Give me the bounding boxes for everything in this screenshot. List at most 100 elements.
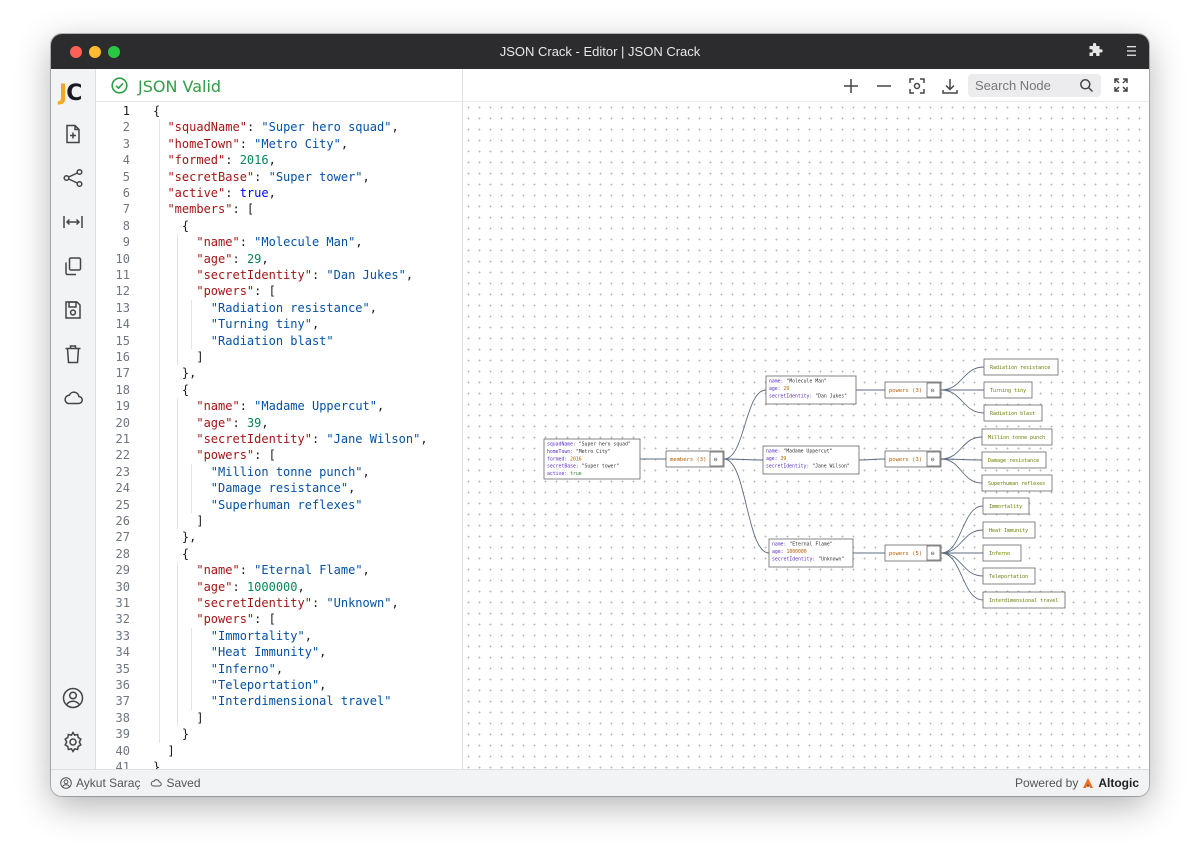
code-line[interactable]: 9 "name": "Molecule Man", bbox=[96, 234, 462, 250]
user-info[interactable]: Aykut Saraç bbox=[60, 776, 140, 790]
code-line[interactable]: 29 "name": "Eternal Flame", bbox=[96, 562, 462, 578]
code-line[interactable]: 5 "secretBase": "Super tower", bbox=[96, 169, 462, 185]
code-text: "Superhuman reflexes" bbox=[210, 497, 363, 512]
leaf-label: Million tonne punch bbox=[988, 435, 1045, 441]
extension-icon[interactable] bbox=[1087, 43, 1103, 59]
powers-node[interactable]: powers (3)⊖ bbox=[884, 450, 942, 468]
code-text: "powers": [ bbox=[196, 612, 276, 627]
leaf-node[interactable]: Million tonne punch bbox=[981, 428, 1053, 446]
code-line[interactable]: 38 ] bbox=[96, 710, 462, 726]
copy-icon[interactable] bbox=[62, 255, 84, 277]
code-line[interactable]: 23 "Million tonne punch", bbox=[96, 464, 462, 480]
code-text: "name": "Madame Uppercut", bbox=[196, 399, 385, 414]
settings-icon[interactable] bbox=[62, 731, 84, 753]
code-line[interactable]: 26 ] bbox=[96, 513, 462, 529]
app-logo[interactable]: JC bbox=[59, 81, 82, 106]
fit-width-icon[interactable] bbox=[62, 211, 84, 233]
graph-canvas[interactable]: squadName: "Super hero squad"homeTown: "… bbox=[463, 69, 1149, 769]
code-line[interactable]: 22 "powers": [ bbox=[96, 447, 462, 463]
leaf-node[interactable]: Turning tiny bbox=[983, 381, 1033, 399]
member-node[interactable]: name: "Madame Uppercut"age: 39secretIden… bbox=[762, 445, 860, 475]
trash-icon[interactable] bbox=[62, 343, 84, 365]
new-file-icon[interactable] bbox=[62, 123, 84, 145]
code-line[interactable]: 6 "active": true, bbox=[96, 185, 462, 201]
code-line[interactable]: 2 "squadName": "Super hero squad", bbox=[96, 119, 462, 135]
code-line[interactable]: 1{ bbox=[96, 103, 462, 119]
search-node-input[interactable] bbox=[975, 77, 1075, 94]
code-line[interactable]: 36 "Teleportation", bbox=[96, 677, 462, 693]
code-line[interactable]: 11 "secretIdentity": "Dan Jukes", bbox=[96, 267, 462, 283]
minimize-window-button[interactable] bbox=[89, 46, 101, 58]
code-line[interactable]: 24 "Damage resistance", bbox=[96, 480, 462, 496]
code-line[interactable]: 3 "homeTown": "Metro City", bbox=[96, 136, 462, 152]
search-node-box[interactable] bbox=[968, 74, 1101, 97]
maximize-window-button[interactable] bbox=[108, 46, 120, 58]
powers-node[interactable]: powers (3)⊖ bbox=[884, 381, 942, 399]
root-node[interactable]: squadName: "Super hero squad"homeTown: "… bbox=[543, 438, 641, 480]
expand-toggle[interactable] bbox=[926, 382, 941, 398]
member-node[interactable]: name: "Molecule Man"age: 29secretIdentit… bbox=[765, 375, 857, 405]
code-line[interactable]: 32 "powers": [ bbox=[96, 611, 462, 627]
leaf-label: Radiation blast bbox=[990, 411, 1035, 417]
leaf-node[interactable]: Radiation resistance bbox=[983, 358, 1059, 376]
code-line[interactable]: 21 "secretIdentity": "Jane Wilson", bbox=[96, 431, 462, 447]
leaf-node[interactable]: Heat Immunity bbox=[982, 521, 1036, 539]
code-line[interactable]: 14 "Turning tiny", bbox=[96, 316, 462, 332]
expand-toggle[interactable] bbox=[926, 545, 941, 561]
line-number: 9 bbox=[122, 235, 130, 250]
powered-by[interactable]: Powered by Altogic bbox=[1015, 776, 1139, 790]
members-node[interactable]: members (3)⊖ bbox=[665, 450, 725, 468]
leaf-node[interactable]: Interdimensional travel bbox=[982, 591, 1066, 609]
center-focus-icon[interactable] bbox=[907, 76, 927, 96]
download-icon[interactable] bbox=[940, 76, 960, 96]
fullscreen-icon[interactable] bbox=[1113, 77, 1129, 93]
close-window-button[interactable] bbox=[70, 46, 82, 58]
leaf-node[interactable]: Inferno bbox=[982, 544, 1022, 562]
code-line[interactable]: 28 { bbox=[96, 546, 462, 562]
leaf-node[interactable]: Superhuman reflexes bbox=[981, 474, 1053, 492]
code-line[interactable]: 4 "formed": 2016, bbox=[96, 152, 462, 168]
code-line[interactable]: 35 "Inferno", bbox=[96, 661, 462, 677]
cloud-icon[interactable] bbox=[62, 387, 84, 409]
code-line[interactable]: 18 { bbox=[96, 382, 462, 398]
expand-toggle[interactable] bbox=[926, 451, 941, 467]
code-line[interactable]: 25 "Superhuman reflexes" bbox=[96, 497, 462, 513]
node-field: squadName: "Super hero squad" bbox=[547, 442, 631, 448]
code-line[interactable]: 34 "Heat Immunity", bbox=[96, 644, 462, 660]
zoom-out-icon[interactable] bbox=[874, 76, 894, 96]
code-line[interactable]: 31 "secretIdentity": "Unknown", bbox=[96, 595, 462, 611]
zoom-in-icon[interactable] bbox=[841, 76, 861, 96]
code-line[interactable]: 27 }, bbox=[96, 529, 462, 545]
leaf-node[interactable]: Immortality bbox=[982, 497, 1030, 515]
powers-node[interactable]: powers (5)⊖ bbox=[884, 544, 942, 562]
expand-toggle[interactable] bbox=[709, 451, 724, 467]
member-node[interactable]: name: "Eternal Flame"age: 1000000secretI… bbox=[768, 538, 854, 568]
save-icon[interactable] bbox=[62, 299, 84, 321]
account-icon[interactable] bbox=[62, 687, 84, 709]
code-line[interactable]: 41} bbox=[96, 759, 462, 769]
code-line[interactable]: 10 "age": 29, bbox=[96, 251, 462, 267]
code-text: "age": 1000000, bbox=[196, 579, 305, 594]
code-line[interactable]: 33 "Immortality", bbox=[96, 628, 462, 644]
code-line[interactable]: 17 }, bbox=[96, 365, 462, 381]
code-line[interactable]: 7 "members": [ bbox=[96, 201, 462, 217]
code-line[interactable]: 39 } bbox=[96, 726, 462, 742]
code-line[interactable]: 13 "Radiation resistance", bbox=[96, 300, 462, 316]
graph-icon[interactable] bbox=[62, 167, 84, 189]
leaf-node[interactable]: Damage resistance bbox=[981, 451, 1047, 469]
code-line[interactable]: 30 "age": 1000000, bbox=[96, 579, 462, 595]
code-line[interactable]: 40 ] bbox=[96, 743, 462, 759]
leaf-node[interactable]: Radiation blast bbox=[983, 404, 1043, 422]
code-line[interactable]: 16 ] bbox=[96, 349, 462, 365]
code-line[interactable]: 20 "age": 39, bbox=[96, 415, 462, 431]
menu-icon[interactable] bbox=[1124, 44, 1138, 58]
code-line[interactable]: 15 "Radiation blast" bbox=[96, 333, 462, 349]
code-line[interactable]: 12 "powers": [ bbox=[96, 283, 462, 299]
code-line[interactable]: 8 { bbox=[96, 218, 462, 234]
leaf-node[interactable]: Teleportation bbox=[982, 567, 1036, 585]
search-icon[interactable] bbox=[1079, 78, 1094, 93]
graph-edge bbox=[940, 505, 984, 554]
code-line[interactable]: 19 "name": "Madame Uppercut", bbox=[96, 398, 462, 414]
code-editor[interactable]: 1{2 "squadName": "Super hero squad",3 "h… bbox=[96, 103, 462, 769]
code-line[interactable]: 37 "Interdimensional travel" bbox=[96, 693, 462, 709]
